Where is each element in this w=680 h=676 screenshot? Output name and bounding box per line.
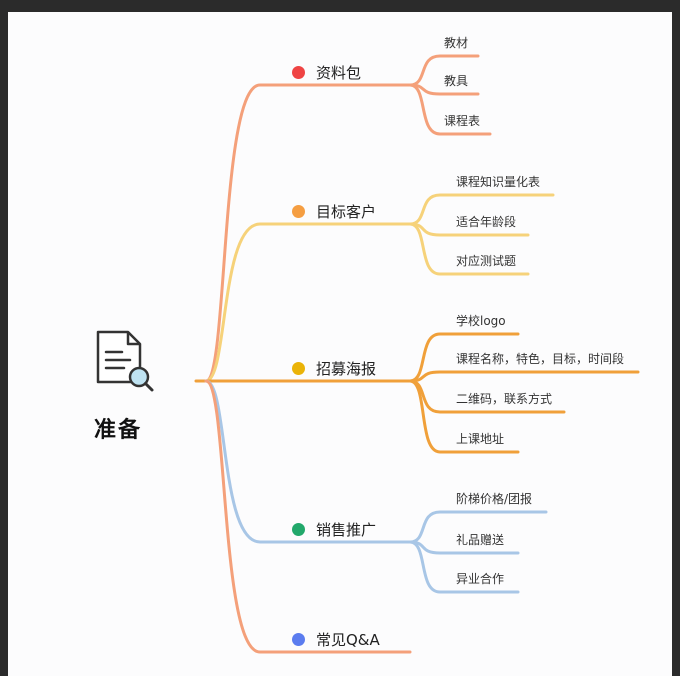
branch-sales[interactable]: 销售推广 <box>292 519 376 540</box>
branch-line-customers <box>204 222 412 383</box>
child-sales-1[interactable]: 礼品赠送 <box>456 533 505 547</box>
document-search-icon <box>96 330 154 392</box>
mindmap-canvas: 准备 资料包 教材教具课程表目标客户 课程知识量化表适合年龄段对应测试题招募海报 学校… <box>8 12 672 676</box>
child-customers-2[interactable]: 对应测试题 <box>456 254 517 268</box>
child-line-customers-2 <box>408 222 530 276</box>
branch-customers-dot <box>292 205 305 218</box>
child-poster-2[interactable]: 二维码，联系方式 <box>456 392 553 406</box>
branch-customers[interactable]: 目标客户 <box>292 201 376 222</box>
child-line-poster-0 <box>408 332 520 383</box>
branch-poster-label: 招募海报 <box>316 360 377 378</box>
branch-sales-label: 销售推广 <box>316 521 377 539</box>
branch-poster[interactable]: 招募海报 <box>292 358 376 379</box>
root-title: 准备 <box>94 418 143 443</box>
child-customers-0[interactable]: 课程知识量化表 <box>456 175 541 189</box>
branch-poster-dot <box>292 362 305 375</box>
child-materials-1[interactable]: 教具 <box>444 74 469 88</box>
child-poster-3[interactable]: 上课地址 <box>456 432 505 446</box>
branch-materials[interactable]: 资料包 <box>292 62 361 83</box>
branch-line-materials <box>204 83 412 383</box>
branch-faq-dot <box>292 633 305 646</box>
child-line-poster-3 <box>408 379 520 454</box>
child-line-materials-2 <box>408 83 492 136</box>
mindmap-connectors <box>194 54 640 654</box>
child-sales-0[interactable]: 阶梯价格/团报 <box>456 492 533 506</box>
child-customers-1[interactable]: 适合年龄段 <box>456 215 517 229</box>
child-poster-1[interactable]: 课程名称，特色，目标，时间段 <box>456 352 625 366</box>
branch-materials-dot <box>292 66 305 79</box>
child-sales-2[interactable]: 异业合作 <box>456 572 505 586</box>
child-materials-0[interactable]: 教材 <box>444 36 469 50</box>
branch-customers-label: 目标客户 <box>316 203 377 221</box>
branch-faq[interactable]: 常见Q&A <box>292 629 380 650</box>
child-line-poster-1 <box>408 370 640 383</box>
branch-faq-label: 常见Q&A <box>316 631 380 649</box>
branch-sales-dot <box>292 523 305 536</box>
child-materials-2[interactable]: 课程表 <box>444 114 481 128</box>
branch-materials-label: 资料包 <box>316 64 362 82</box>
branch-line-sales <box>204 379 412 544</box>
child-line-sales-2 <box>408 540 520 594</box>
branch-line-faq <box>204 379 412 654</box>
child-poster-0[interactable]: 学校logo <box>456 314 506 328</box>
